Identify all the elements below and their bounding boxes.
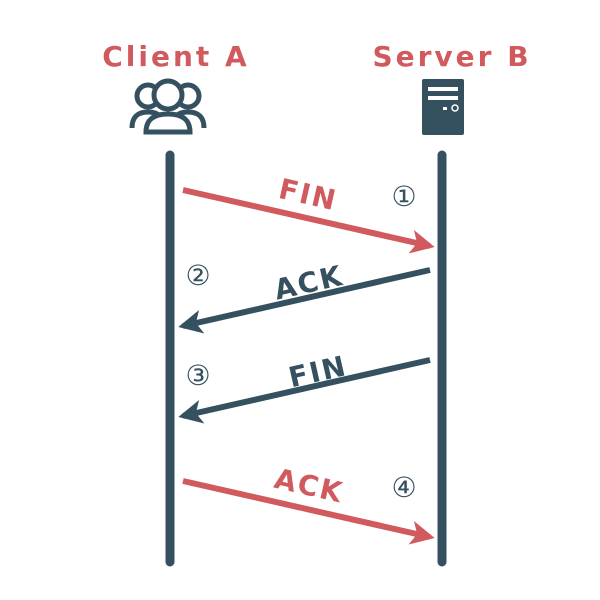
- message-4-ack: ACK ④: [182, 462, 435, 545]
- server-tower-icon: [422, 79, 464, 135]
- message-2-arrow: [178, 267, 431, 334]
- message-2-ack: ACK ②: [178, 259, 431, 334]
- message-4-arrow: [182, 478, 435, 545]
- client-title: Client A: [102, 40, 249, 73]
- message-4-step-number: ④: [391, 471, 416, 504]
- message-2-step-number: ②: [185, 259, 210, 292]
- message-2-label: ACK: [271, 259, 346, 307]
- server-title: Server B: [372, 40, 531, 73]
- message-3-fin: FIN ③: [178, 349, 431, 424]
- message-3-arrow: [178, 357, 431, 424]
- message-1-fin: FIN ①: [182, 172, 435, 254]
- message-1-arrow: [182, 187, 435, 254]
- message-3-step-number: ③: [185, 359, 210, 392]
- message-1-step-number: ①: [391, 180, 416, 213]
- message-3-label: FIN: [285, 349, 350, 394]
- users-icon: [129, 78, 207, 135]
